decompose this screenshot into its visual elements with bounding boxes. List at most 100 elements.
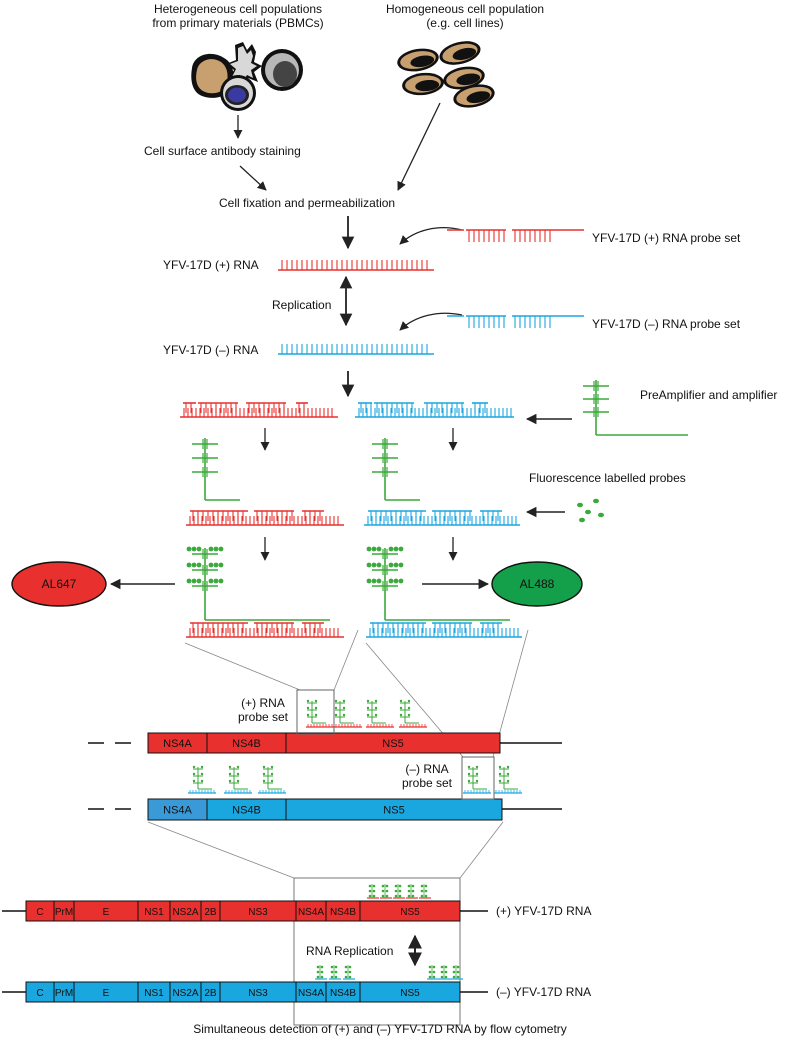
- zoom-minus-probe-4: [498, 765, 518, 790]
- plus-probe-zoom-line-1: (+) RNA: [241, 696, 285, 710]
- heterogeneous-line-2: from primary materials (PBMCs): [152, 16, 324, 30]
- segment-label: NS2A: [172, 907, 198, 918]
- segment-label: NS5: [383, 805, 404, 817]
- zoom-minus-probe-strand-4: [494, 790, 522, 794]
- flow-arrows: [109, 102, 572, 590]
- plus-hybrid-3: [186, 622, 344, 638]
- minus-probe-zoom-line-2: probe set: [401, 776, 453, 790]
- zoom-minus-probe-strand-2: [258, 790, 286, 794]
- genome-zoom-box: [293, 877, 461, 1026]
- genome-plus-label: (+) YFV-17D RNA: [496, 904, 592, 918]
- al488-ellipse: [491, 561, 583, 607]
- segment-label: NS4B: [330, 907, 356, 918]
- zoom-box-minus: [461, 756, 495, 800]
- segment-label: NS5: [382, 738, 403, 750]
- zoom-plus-probe-strand-2: [366, 724, 394, 728]
- plus-probe-set: [447, 229, 584, 242]
- zoom-minus-probe-strand-3: [463, 790, 491, 794]
- amplifier-legend: [583, 380, 688, 436]
- amplifier-trees: [186, 380, 688, 621]
- genome-minus-probe-3: [427, 965, 439, 980]
- al647-label: AL647: [41, 577, 77, 591]
- minus-hybrid-3-base: [366, 628, 522, 638]
- plus-rna-label: YFV-17D (+) RNA: [163, 258, 259, 272]
- homogeneous-label: Homogeneous cell population (e.g. cell l…: [380, 2, 550, 30]
- segment-label: NS3: [248, 988, 268, 999]
- plus-hybrid-1: [180, 402, 338, 418]
- plus-hybrid-2: [186, 510, 344, 526]
- heterogeneous-cells: [191, 42, 303, 111]
- segment-label: E: [103, 907, 110, 918]
- segment-label: PrM: [55, 988, 73, 999]
- zoom-plus-probe-0: [306, 699, 326, 724]
- segment-label: NS4A: [163, 805, 192, 817]
- genome-minus-probe-5: [451, 965, 463, 980]
- plus-probe-zoom-label: (+) RNA probe set: [228, 696, 298, 724]
- replication-label: Replication: [272, 298, 332, 312]
- zoom-minus-probe-2: [262, 765, 282, 790]
- plus-probe-set-label: YFV-17D (+) RNA probe set: [592, 231, 741, 245]
- zoom-plus-probe-strand-3: [399, 724, 427, 728]
- genome-plus-probe-0: [367, 884, 379, 899]
- plus-rna-strand: [278, 260, 434, 271]
- segment-label: NS3: [248, 907, 268, 918]
- amplifier-plus-2: [186, 546, 330, 621]
- surface-staining-label: Cell surface antibody staining: [144, 144, 301, 158]
- genome-minus-probe-2: [343, 965, 355, 980]
- segment-label: 2B: [204, 988, 217, 999]
- probe-sets: [447, 229, 584, 328]
- zoom-minus-probe-1: [228, 765, 248, 790]
- segment-label: E: [103, 988, 110, 999]
- zoom-box-plus: [296, 689, 335, 735]
- preamplifier-label: PreAmplifier and amplifier: [640, 388, 778, 402]
- zoom-minus-probe-strand-0: [188, 790, 216, 794]
- minus-probe-zoom-label: (–) RNA probe set: [394, 762, 460, 790]
- rna-strands: [180, 260, 522, 638]
- genome-plus-probe-1: [380, 884, 392, 899]
- segment-label: NS5: [400, 907, 420, 918]
- rna-replication-label: RNA Replication: [306, 944, 394, 958]
- plus-probe-zoom-line-2: probe set: [237, 710, 289, 724]
- amplifier-minus-1: [372, 438, 420, 501]
- zoom-plus-probe-strand-1: [334, 724, 362, 728]
- zoom-minus-bar: NS4A NS4B NS5: [147, 798, 503, 821]
- segment-label: NS1: [144, 907, 164, 918]
- segment-label: 2B: [204, 907, 217, 918]
- minus-rna-strand: [278, 344, 434, 355]
- zoom-minus-probe-strand-1: [224, 790, 252, 794]
- segment-label: C: [36, 988, 43, 999]
- segment-label: NS4B: [232, 738, 261, 750]
- segment-label: NS1: [144, 988, 164, 999]
- genome-minus-probe-4: [439, 965, 451, 980]
- fluorescence-dots: [577, 498, 604, 523]
- minus-hybrid-2: [364, 510, 520, 526]
- minus-probe-zoom-line-1: (–) RNA: [405, 762, 449, 776]
- segment-label: PrM: [55, 907, 73, 918]
- minus-rna-label: YFV-17D (–) RNA: [163, 343, 259, 357]
- segment-label: NS4A: [298, 907, 324, 918]
- zoom-plus-probe-1: [334, 699, 354, 724]
- homogeneous-line-1: Homogeneous cell population: [385, 2, 545, 16]
- zoom-plus-probe-strand-0: [306, 724, 334, 728]
- zoom-connectors: [147, 629, 529, 879]
- zoom-minus-strand: NS4A NS4B NS5: [147, 765, 522, 821]
- genome-minus-probe-1: [329, 965, 341, 980]
- segment-label: NS4B: [232, 805, 261, 817]
- fluorescence-probes-label: Fluorescence labelled probes: [529, 471, 686, 485]
- al488-label: AL488: [519, 577, 555, 591]
- figure-caption: Simultaneous detection of (+) and (–) YF…: [193, 1022, 567, 1036]
- genome-minus-label: (–) YFV-17D RNA: [496, 985, 592, 999]
- minus-probe-set-label: YFV-17D (–) RNA probe set: [592, 317, 741, 331]
- minus-hybrid-1: [355, 402, 514, 418]
- zoom-plus-probe-3: [399, 699, 419, 724]
- amplifier-minus-2: [366, 546, 510, 621]
- al647-ellipse: [11, 561, 107, 607]
- genome-backbones: [2, 910, 488, 993]
- minus-probe-set: [447, 315, 584, 328]
